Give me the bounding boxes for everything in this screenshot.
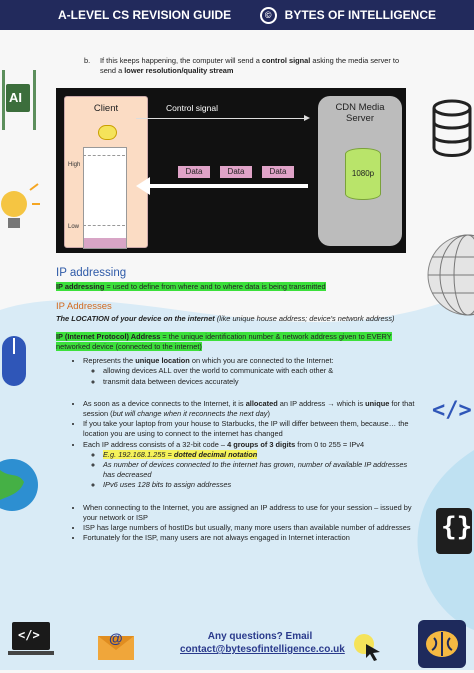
client-box: Client High Low: [64, 96, 148, 250]
b2-bold2: unique: [365, 398, 390, 408]
brand: © BYTES OF INTELLIGENCE: [259, 6, 436, 24]
storage-label: 1080p: [351, 169, 375, 179]
list-item: Fortunately for the ISP, many users are …: [83, 533, 416, 543]
ip-definition-term: IP (Internet Protocol) Address: [56, 331, 161, 341]
ai-chip-label: AI: [9, 90, 22, 105]
list-item: As number of devices connected to the in…: [103, 460, 416, 480]
intro-paragraph: b. If this keeps happening, the computer…: [84, 56, 416, 76]
b2-italic: but will change when it reconnects the n…: [112, 409, 268, 419]
copyright-icon: ©: [259, 6, 277, 24]
ip-addressing-term: IP addressing: [56, 282, 105, 292]
brain-logo-icon: [418, 620, 466, 668]
intro-bold-2: lower resolution/quality stream: [124, 66, 234, 76]
list-item: Represents the unique location on which …: [83, 356, 416, 387]
lightbulb-icon: [1, 183, 40, 228]
page-header: A-LEVEL CS REVISION GUIDE © BYTES OF INT…: [0, 0, 474, 30]
section-heading-ip-addressing: IP addressing: [56, 267, 127, 280]
list-item: IPv6 uses 128 bits to assign addresses: [103, 480, 416, 490]
intro-label: b.: [84, 56, 91, 65]
code-tag-right-icon: </>: [432, 398, 472, 423]
ip-addressing-definition: IP addressing = used to define from wher…: [56, 282, 416, 292]
braces-icon: {}: [436, 508, 472, 554]
contact-email[interactable]: contact@bytesofintelligence.co.uk: [180, 644, 345, 655]
b4-post: from 0 to 255 = IPv4: [295, 439, 365, 449]
b1-pre: Represents the: [83, 356, 136, 366]
server-label: CDN Media Server: [335, 102, 385, 125]
intro-text-2: asking the media server to send a: [100, 56, 400, 76]
b1-bold: unique location: [135, 356, 190, 366]
b4-pre: Each IP address consists of a 32-bit cod…: [83, 439, 228, 449]
high-threshold-line: [83, 155, 125, 157]
video-storage-icon: 1080p: [345, 148, 381, 201]
mouse-icon: [2, 336, 26, 386]
section-heading-ip-addresses: IP Addresses: [56, 300, 112, 312]
intro-text-1: If this keeps happening, the computer wi…: [100, 56, 262, 65]
mail-at-label: @: [109, 630, 123, 646]
ai-chip-icon: AI: [2, 68, 36, 132]
ip-tagline: The LOCATION of your device on the inter…: [56, 314, 416, 324]
buffer-bar: [83, 147, 127, 250]
buffer-fill: [84, 238, 126, 249]
braces-label: {}: [441, 512, 473, 542]
guide-title: A-LEVEL CS REVISION GUIDE: [58, 8, 232, 22]
laptop-code-icon: </>: [8, 622, 54, 658]
list-item: If you take your laptop from your house …: [83, 419, 416, 439]
b4-bold: 4 groups of 3 digits: [227, 439, 296, 449]
cursor-click-icon: [354, 634, 380, 661]
data-chip: Data: [262, 166, 294, 179]
contact-block: Any questions? Email contact@bytesofinte…: [180, 630, 345, 656]
contact-question: Any questions? Email: [207, 631, 313, 642]
ip-addressing-text: = used to define from where and to where…: [104, 282, 326, 292]
b1-post: on which you are connected to the Intern…: [189, 356, 334, 366]
list-item: E.g. 192.168.1.255 = dotted decimal nota…: [103, 449, 416, 460]
high-label: High: [68, 162, 81, 169]
b4-example-bold: dotted decimal notation: [173, 449, 258, 459]
ip-tagline-bold: The LOCATION of your device on the inter…: [56, 313, 215, 323]
ip-bullet-list: Represents the unique location on which …: [56, 356, 416, 543]
b2-pre: As soon as a device connects to the Inte…: [83, 398, 246, 408]
ip-definition-text: = the unique identification number & net…: [56, 331, 392, 352]
b2-bold1: allocated: [245, 398, 278, 408]
data-flow-arrow: [136, 177, 308, 196]
brand-name: BYTES OF INTELLIGENCE: [284, 8, 436, 22]
list-item: transmit data between devices accurately: [103, 377, 416, 387]
list-item: As soon as a device connects to the Inte…: [83, 399, 416, 419]
b2-end: ): [267, 409, 270, 419]
b2-post: for that session (: [83, 398, 415, 419]
database-icon: [432, 99, 472, 157]
list-item: allowing devices ALL over the world to c…: [103, 366, 416, 376]
list-item: ISP has large numbers of hostIDs but usu…: [83, 523, 416, 533]
control-signal-arrow: [136, 115, 310, 122]
b4-sub3: IPv6 uses 128 bits to assign addresses: [103, 480, 232, 490]
low-label: Low: [68, 224, 80, 231]
b2-mid: an IP address → which is: [277, 398, 366, 408]
ip-tagline-rest: (like unique house address; device's net…: [214, 313, 395, 323]
intro-bold-1: control signal: [261, 56, 311, 65]
laptop-code-label: </>: [18, 628, 40, 642]
ip-definition: IP (Internet Protocol) Address = the uni…: [56, 331, 416, 352]
streaming-diagram: Client High Low Control signal Data Data…: [56, 88, 406, 254]
globe-icon: [0, 459, 38, 511]
mail-icon: @: [98, 630, 134, 660]
list-item: Each IP address consists of a 32-bit cod…: [83, 440, 416, 491]
b4-example-pre: E.g. 192.168.1.255 =: [103, 449, 174, 459]
list-item: When connecting to the Internet, you are…: [83, 503, 416, 523]
main-content: b. If this keeps happening, the computer…: [56, 56, 416, 543]
low-threshold-line: [83, 225, 125, 227]
client-label: Client: [93, 103, 119, 115]
network-sphere-icon: [427, 234, 474, 316]
smiley-icon: [98, 125, 117, 141]
data-chip: Data: [220, 166, 252, 179]
b4-sub2: As number of devices connected to the in…: [103, 460, 408, 480]
data-chip: Data: [178, 166, 210, 179]
control-signal-label: Control signal: [166, 103, 218, 114]
